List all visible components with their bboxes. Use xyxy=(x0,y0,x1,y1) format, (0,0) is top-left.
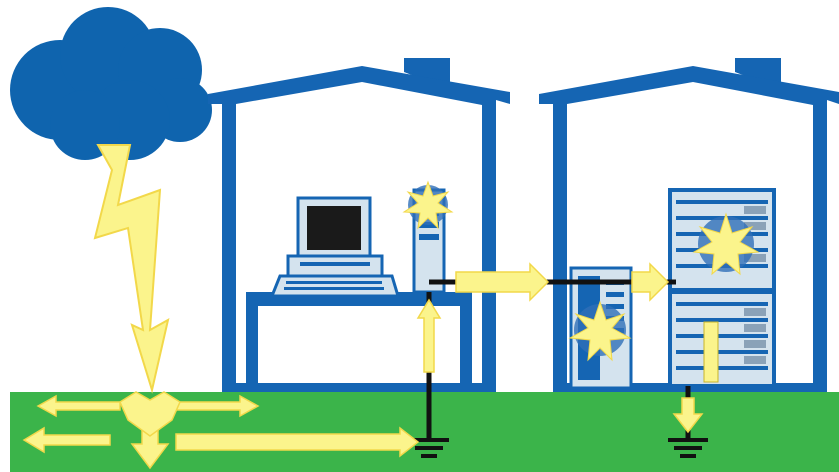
surge-arrow-wire-2 xyxy=(632,264,668,300)
lightning-bolt-icon xyxy=(95,145,168,390)
storm-cloud-icon xyxy=(10,7,212,160)
desktop-computer-icon xyxy=(272,198,398,296)
house-floor-left xyxy=(222,383,496,392)
desk xyxy=(246,292,472,384)
surge-arrow-up-tower xyxy=(418,300,440,372)
